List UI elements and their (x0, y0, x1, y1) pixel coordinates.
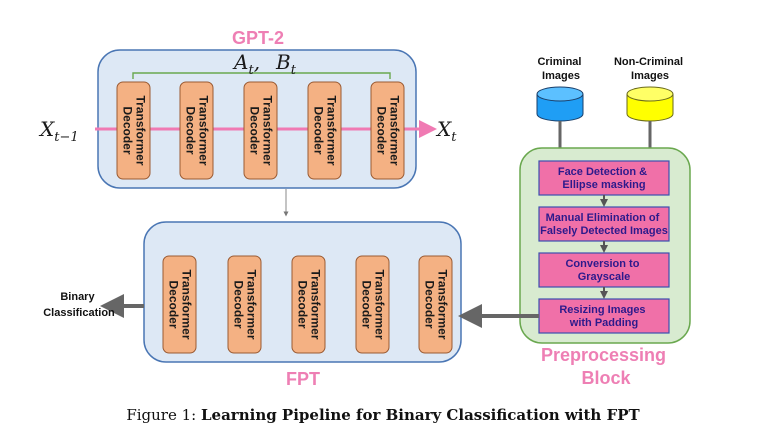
step-resizing: Resizing Images with Padding (538, 298, 670, 334)
fpt-decoder-5: TransformerDecoder (418, 255, 453, 354)
gpt2-title: GPT-2 (232, 28, 284, 48)
step-grayscale: Conversion to Grayscale (538, 252, 670, 288)
svg-text:TransformerDecoder: TransformerDecoder (423, 269, 450, 339)
b-t-label: Bt (275, 50, 297, 78)
gpt2-decoder-3: TransformerDecoder (243, 81, 278, 180)
svg-text:Manual Elimination of Fa: Manual Elimination of Falsely Detected I… (540, 212, 668, 237)
svg-text:TransformerDecoder: TransformerDecoder (167, 269, 194, 339)
step-manual-elimination: Manual Elimination of Falsely Detected I… (538, 206, 670, 242)
svg-text:TransformerDecoder: TransformerDecoder (375, 95, 402, 165)
svg-text:Conversion to Grayscale: Conversion to Grayscale (565, 258, 642, 283)
non-criminal-images-db-icon (626, 86, 674, 122)
gpt2-decoder-1: TransformerDecoder (116, 81, 151, 180)
svg-text:TransformerDecoder: TransformerDecoder (232, 269, 259, 339)
binary-classification-label: Binary Classification (43, 291, 115, 319)
x-output-label: Xt (435, 117, 457, 145)
gpt2-brace (132, 72, 391, 79)
svg-text:TransformerDecoder: TransformerDecoder (248, 95, 275, 165)
svg-text:TransformerDecoder: TransformerDecoder (296, 269, 323, 339)
step-face-detection: Face Detection & Ellipse masking (538, 160, 670, 196)
non-criminal-images-label: Non-Criminal Images (614, 56, 686, 82)
fpt-decoder-2: TransformerDecoder (227, 255, 262, 354)
a-t-label: At, (232, 50, 260, 78)
fpt-decoder-3: TransformerDecoder (291, 255, 326, 354)
gpt2-decoder-4: TransformerDecoder (307, 81, 342, 180)
gpt2-decoder-5: TransformerDecoder (370, 81, 405, 180)
criminal-images-db-icon (536, 86, 584, 122)
svg-text:TransformerDecoder: TransformerDecoder (121, 95, 148, 165)
fpt-decoder-1: TransformerDecoder (162, 255, 197, 354)
fpt-title: FPT (286, 369, 320, 389)
criminal-images-label: Criminal Images (537, 56, 584, 82)
svg-text:TransformerDecoder: TransformerDecoder (184, 95, 211, 165)
x-input-label: Xt−1 (38, 117, 79, 145)
svg-text:TransformerDecoder: TransformerDecoder (312, 95, 339, 165)
gpt2-decoder-2: TransformerDecoder (179, 81, 214, 180)
svg-text:TransformerDecoder: TransformerDecoder (360, 269, 387, 339)
preprocessing-title: Preprocessing Block (541, 345, 671, 388)
svg-text:Resizing Images with Pad: Resizing Images with Padding (559, 304, 648, 329)
svg-text:Face Detection & Ellipse: Face Detection & Ellipse masking (558, 166, 650, 191)
fpt-decoder-4: TransformerDecoder (355, 255, 390, 354)
figure-caption: Figure 1: Learning Pipeline for Binary C… (126, 406, 640, 424)
